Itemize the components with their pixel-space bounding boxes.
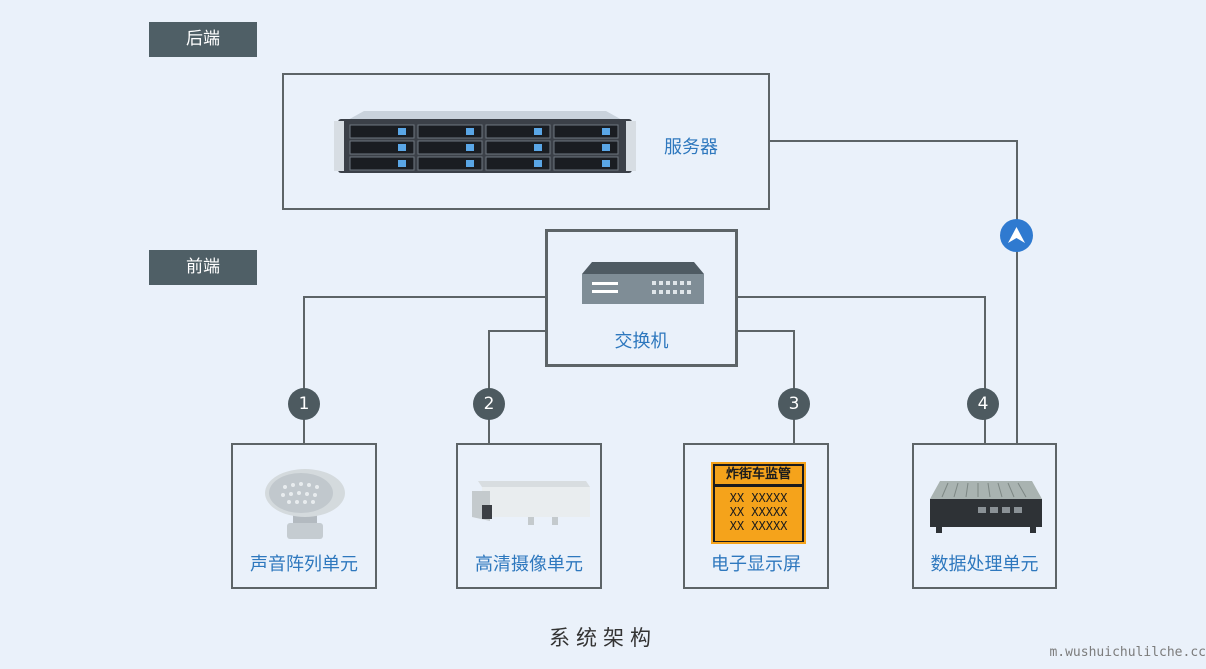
backend-section-tag: 后端 <box>149 22 257 57</box>
network-switch-icon <box>582 262 704 304</box>
acoustic-array-icon <box>265 469 345 539</box>
device-label-hd-camera: 高清摄像单元 <box>475 554 583 575</box>
device-box-acoustic-array: 声音阵列单元 <box>231 443 377 589</box>
device-label-acoustic-array: 声音阵列单元 <box>250 554 358 575</box>
arrow-up-icon <box>1008 227 1025 243</box>
display-sign-row: XX XXXXX <box>729 491 788 505</box>
device-label-led-display: 电子显示屏 <box>711 554 801 575</box>
led-display-icon: 炸街车监管 XX XXXXX XX XXXXX XX XXXXX <box>711 462 806 544</box>
switch-label: 交换机 <box>614 331 669 352</box>
server-label: 服务器 <box>664 137 718 158</box>
device-box-hd-camera: 高清摄像单元 <box>456 443 602 589</box>
device-number-3: 3 <box>778 388 810 420</box>
frontend-section-tag: 前端 <box>149 250 257 285</box>
display-sign-row: XX XXXXX <box>729 519 788 533</box>
watermark: m.wushuichulilche.cc <box>1049 645 1206 660</box>
device-box-data-processing: 数据处理单元 <box>912 443 1057 589</box>
industrial-pc-icon <box>930 481 1042 533</box>
diagram-caption: 系统架构 <box>549 626 657 650</box>
switch-box: 交换机 <box>545 229 738 367</box>
device-label-data-processing: 数据处理单元 <box>930 554 1039 575</box>
hd-camera-icon <box>472 481 590 525</box>
server-box: 服务器 <box>282 73 770 210</box>
display-sign-row: XX XXXXX <box>729 505 788 519</box>
device-number-1: 1 <box>288 388 320 420</box>
device-box-led-display: 炸街车监管 XX XXXXX XX XXXXX XX XXXXX 电子显示屏 <box>683 443 829 589</box>
device-number-4: 4 <box>967 388 999 420</box>
display-sign-header: 炸街车监管 <box>715 466 802 484</box>
server-rack-icon <box>334 111 636 173</box>
uplink-arrow <box>1000 219 1033 252</box>
device-number-2: 2 <box>473 388 505 420</box>
display-sign-body: XX XXXXX XX XXXXX XX XXXXX <box>715 487 802 541</box>
